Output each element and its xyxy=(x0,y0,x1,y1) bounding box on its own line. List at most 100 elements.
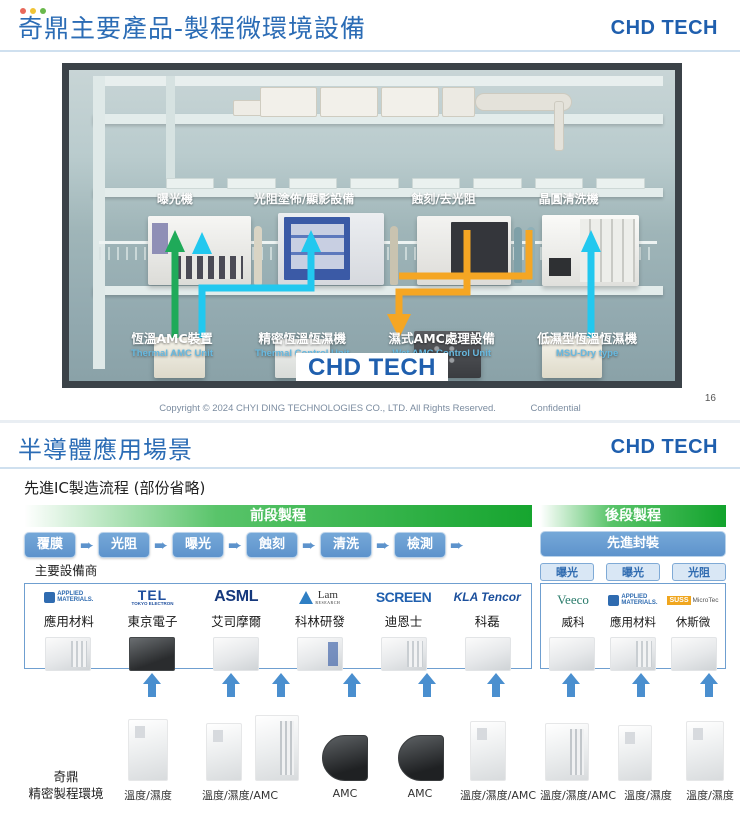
floor-slab-1 xyxy=(93,113,663,124)
process-step-advanced-packaging[interactable]: 先進封裝 xyxy=(540,531,726,557)
product-msu-dry-type xyxy=(541,335,603,378)
operator-figure xyxy=(253,225,262,285)
chevron-right-icon: ➨ xyxy=(301,535,317,555)
up-arrow-icon xyxy=(143,673,161,697)
operator-figure xyxy=(526,227,535,284)
applied-materials-logo: APPLIED MATERIALS. xyxy=(27,586,111,608)
chd-equipment-row xyxy=(0,701,740,781)
logo-text-kla: KLA Tencor xyxy=(453,590,521,604)
up-arrow-icon xyxy=(632,673,650,697)
caption-amc-2: AMC xyxy=(407,787,433,800)
ffu-unit xyxy=(165,177,215,189)
ffu-unit xyxy=(350,177,399,189)
equipment-photo xyxy=(278,631,362,671)
tool-lithography xyxy=(147,216,251,285)
equipment-label-lithography: 曝光機 xyxy=(156,191,193,206)
chevron-right-icon: ➨ xyxy=(153,535,169,555)
equipment-photo xyxy=(362,631,446,671)
slide1-header: 奇鼎主要產品-製程微環境設備 CHD TECH xyxy=(0,0,740,52)
vendor-name: 科磊 xyxy=(474,614,500,629)
lam-research-logo: Lam RESEARCH xyxy=(278,586,362,608)
vendor-name: 應用材料 xyxy=(610,615,656,629)
asml-logo: ASML xyxy=(194,586,278,608)
logo-text-applied-1: APPLIED xyxy=(621,593,648,600)
screen-logo: SCREEN xyxy=(362,586,446,608)
air-handler-a xyxy=(259,87,318,118)
equipment-photo xyxy=(26,631,110,671)
ffu-unit xyxy=(411,177,461,189)
vendor-tokyo-electron: TEL TOKYO ELECTRON 東京電子 xyxy=(111,586,195,630)
process-step-cleaning[interactable]: 清洗 xyxy=(320,532,372,558)
vendor-row-front: APPLIED MATERIALS. 應用材料 TEL TOKYO ELECTR… xyxy=(25,584,531,630)
up-arrow-icon xyxy=(562,673,580,697)
equipment-photo xyxy=(194,631,278,671)
process-step-photoresist[interactable]: 光阻 xyxy=(98,532,150,558)
sub-step-exposure-1[interactable]: 曝光 xyxy=(540,563,594,581)
slide-semiconductor-applications: 半導體應用場景 CHD TECH 先進IC製造流程 (部份省略) 前段製程 後段… xyxy=(0,420,740,836)
product-label-thermal-amc: 恆溫AMC裝置 Thermal AMC Unit xyxy=(111,328,232,359)
equipment-label-coater: 光阻塗佈/顯影設備 xyxy=(253,191,355,206)
slide1-watermark-brand: CHD TECH xyxy=(296,353,448,381)
banner-front-end: 前段製程 xyxy=(24,505,532,527)
packaging-sub-step-list: 曝光 曝光 光阻 xyxy=(540,563,726,581)
vendor-veeco: Veeco 威科 xyxy=(543,589,603,630)
logo-text-screen: SCREEN xyxy=(375,589,432,605)
sub-step-exposure-2[interactable]: 曝光 xyxy=(606,563,660,581)
equipment-photo xyxy=(446,631,530,671)
caption-amc-1: AMC xyxy=(332,787,358,800)
slide1-title: 奇鼎主要產品-製程微環境設備 xyxy=(18,14,367,43)
air-handler-b xyxy=(320,87,379,118)
product-thermal-amc-unit xyxy=(153,337,206,378)
chd-unit-temp-humidity-3 xyxy=(686,721,724,781)
logo-text-tel: TEL xyxy=(137,586,168,603)
vendor-row-back: Veeco 威科 APPLIED MATERIALS. xyxy=(541,584,725,630)
tool-coater-developer xyxy=(278,213,385,285)
equipment-photo xyxy=(603,631,664,671)
slide1-footer: Copyright © 2024 CHYI DING TECHNOLOGIES … xyxy=(0,403,740,414)
row-label-vendors: 主要設備商 xyxy=(34,563,98,578)
slide2-header: 半導體應用場景 CHD TECH xyxy=(0,423,740,469)
process-flow-heading: 先進IC製造流程 (部份省略) xyxy=(24,479,206,497)
process-step-exposure[interactable]: 曝光 xyxy=(172,532,224,558)
suss-microtec-logo: SUSS MicroTec xyxy=(663,589,723,611)
logo-text-applied-2: MATERIALS. xyxy=(621,600,658,606)
caption-temp-humidity-amc-2: 溫度/濕度/AMC xyxy=(459,789,537,802)
operator-figure xyxy=(514,227,523,284)
logo-text-asml: ASML xyxy=(214,588,259,605)
up-arrow-icon xyxy=(700,673,718,697)
vendor-screen: SCREEN 迪恩士 xyxy=(362,586,446,630)
ffu-unit xyxy=(473,177,522,189)
ffu-unit xyxy=(596,177,645,189)
process-step-etching[interactable]: 蝕刻 xyxy=(246,532,298,558)
vendor-asml: ASML 艾司摩爾 xyxy=(194,586,278,630)
vendor-name: 艾司摩爾 xyxy=(211,614,262,629)
chd-unit-amc-wet xyxy=(322,735,368,781)
equipment-photo xyxy=(542,631,603,671)
vendor-equipment-photos-back xyxy=(542,629,724,671)
slide2-body: 先進IC製造流程 (部份省略) 前段製程 後段製程 覆膜 ➨ 光阻 ➨ 曝光 ➨… xyxy=(0,469,740,836)
chd-unit-temp-humidity-amc-4 xyxy=(545,723,589,781)
process-step-list: 覆膜 ➨ 光阻 ➨ 曝光 ➨ 蝕刻 ➨ 清洗 ➨ 檢測 ➨ xyxy=(24,531,532,559)
vendor-suss-microtec: SUSS MicroTec 休斯微 xyxy=(663,589,723,630)
caption-temp-humidity-3: 溫度/濕度 xyxy=(686,789,734,802)
caption-temp-humidity-1: 溫度/濕度 xyxy=(124,789,172,802)
ffu-unit xyxy=(227,177,276,189)
equipment-photo xyxy=(663,631,724,671)
air-handler-d xyxy=(441,87,476,118)
process-step-inspection[interactable]: 檢測 xyxy=(394,532,446,558)
cleanroom-scene: 曝光機 光阻塗佈/顯影設備 蝕刻/去光阻 晶圓清洗機 恆溫AMC裝置 Therm… xyxy=(69,70,675,381)
ffu-unit xyxy=(288,177,338,189)
up-arrow-icon xyxy=(487,673,505,697)
tool-wafer-cleaner xyxy=(541,214,639,287)
veeco-logo: Veeco xyxy=(543,589,603,611)
vendor-name: 東京電子 xyxy=(127,614,178,629)
equipment-label-cleaner: 晶圓清洗機 xyxy=(538,191,599,206)
window-dots xyxy=(20,8,46,14)
cleanroom-illustration: 曝光機 光阻塗佈/顯影設備 蝕刻/去光阻 晶圓清洗機 恆溫AMC裝置 Therm… xyxy=(62,63,682,388)
lam-triangle-icon xyxy=(299,590,314,604)
operator-figure xyxy=(390,225,399,285)
process-step-coating[interactable]: 覆膜 xyxy=(24,532,76,558)
logo-text-applied-1: APPLIED xyxy=(57,590,84,597)
sub-step-photoresist[interactable]: 光阻 xyxy=(672,563,726,581)
tool-etcher xyxy=(417,216,512,285)
